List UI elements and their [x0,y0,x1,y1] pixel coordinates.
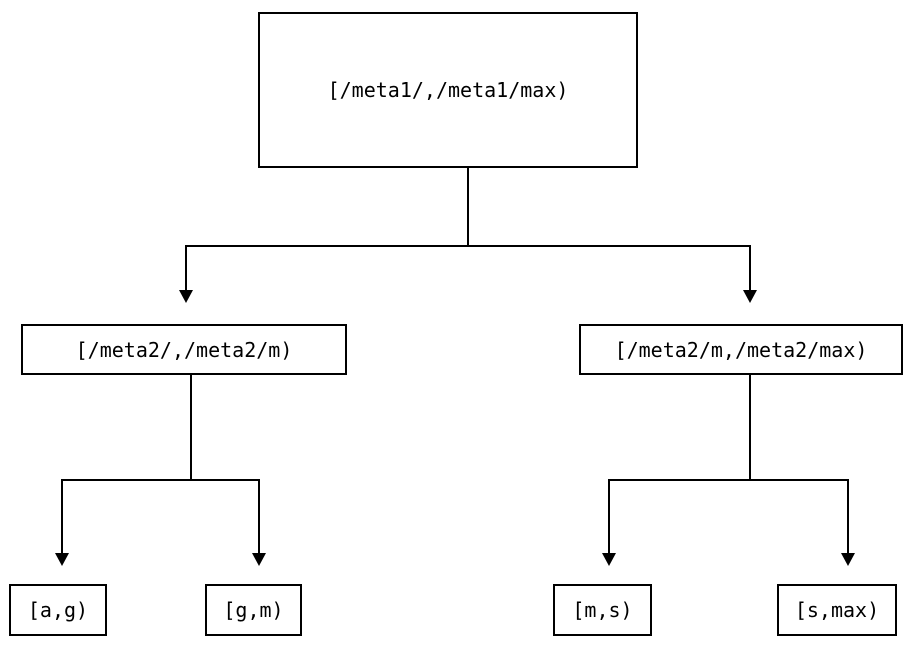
tree-node-root-label: [/meta1/,/meta1/max) [327,78,569,102]
tree-node-l2-left-label: [/meta2/,/meta2/m) [75,337,293,362]
arrowhead-l2-left-to-leaf-gm-icon [252,553,266,566]
arrowhead-l2-right-to-leaf-smax-icon [841,553,855,566]
arrowhead-root-to-l2-left-icon [179,290,193,303]
arrowhead-l2-right-to-leaf-ms-icon [602,553,616,566]
tree-node-root[interactable]: [/meta1/,/meta1/max) [258,12,638,168]
edge-root-to-l2-left-drop [185,245,187,292]
edge-root-to-l2-right-drop [749,245,751,292]
edge-l2-right-to-leaf-ms-drop [608,479,610,555]
edge-root-stem [467,168,469,246]
tree-node-leaf-gm[interactable]: [g,m) [205,584,302,636]
edge-l2-right-to-leaf-smax-drop [847,479,849,555]
tree-node-l2-right[interactable]: [/meta2/m,/meta2/max) [579,324,903,375]
edge-root-bar [185,245,751,247]
edge-l2-left-stem [190,375,192,481]
arrowhead-l2-left-to-leaf-ag-icon [55,553,69,566]
edge-l2-right-stem [749,375,751,481]
edge-l2-left-to-leaf-gm-drop [258,479,260,555]
arrowhead-root-to-l2-right-icon [743,290,757,303]
tree-node-leaf-ms[interactable]: [m,s) [553,584,652,636]
tree-node-l2-left[interactable]: [/meta2/,/meta2/m) [21,324,347,375]
edge-l2-left-to-leaf-ag-drop [61,479,63,555]
tree-node-leaf-ms-label: [m,s) [572,598,633,622]
tree-node-leaf-smax-label: [s,max) [794,598,880,622]
tree-node-leaf-ag[interactable]: [a,g) [9,584,107,636]
tree-node-l2-right-label: [/meta2/m,/meta2/max) [614,337,868,362]
tree-node-leaf-ag-label: [a,g) [27,598,89,622]
edge-l2-right-bar [608,479,849,481]
tree-node-leaf-smax[interactable]: [s,max) [777,584,897,636]
edge-l2-left-bar [61,479,260,481]
tree-node-leaf-gm-label: [g,m) [223,598,284,622]
